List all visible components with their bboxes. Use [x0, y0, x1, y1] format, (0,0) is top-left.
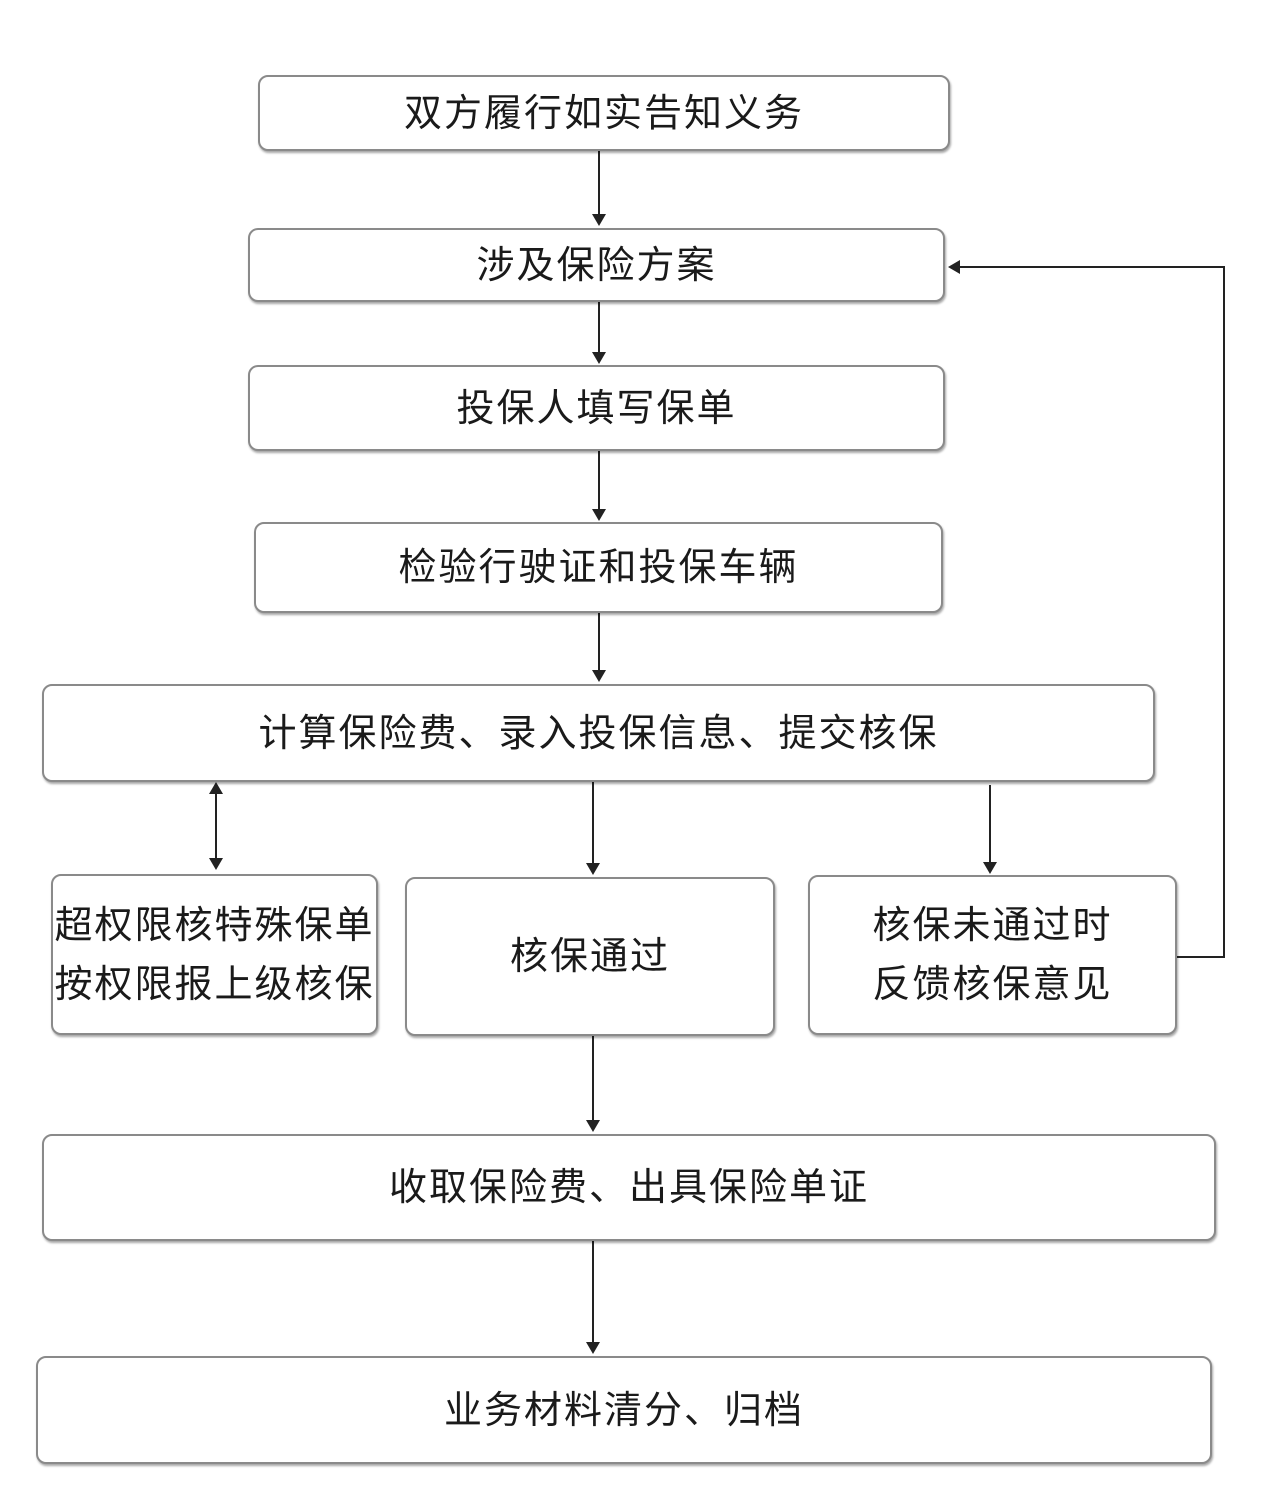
- node-fill-form: 投保人填写保单: [248, 365, 945, 451]
- node-approved-label: 核保通过: [509, 934, 670, 979]
- node-fill-form-label: 投保人填写保单: [456, 385, 737, 430]
- edge-rejected-plan-feedback: [948, 260, 1225, 958]
- node-plan: 涉及保险方案: [248, 228, 945, 302]
- node-rejected-line2: 反馈核保意见: [872, 962, 1113, 1006]
- node-special-line1: 超权限核特殊保单: [54, 902, 375, 947]
- node-disclosure: 双方履行如实告知义务: [258, 75, 950, 151]
- node-collect-label: 收取保险费、出具保险单证: [388, 1165, 869, 1210]
- node-disclosure-label: 双方履行如实告知义务: [403, 90, 804, 135]
- node-plan-label: 涉及保险方案: [476, 242, 717, 287]
- node-rejected: 核保未通过时 反馈核保意见: [808, 875, 1177, 1035]
- node-inspect: 检验行驶证和投保车辆: [254, 522, 943, 613]
- node-archive: 业务材料清分、归档: [36, 1356, 1212, 1464]
- node-special: 超权限核特殊保单 按权限报上级核保: [51, 874, 378, 1035]
- node-calculate-label: 计算保险费、录入投保信息、提交核保: [258, 710, 939, 755]
- node-inspect-label: 检验行驶证和投保车辆: [398, 545, 799, 590]
- node-special-line2: 按权限报上级核保: [54, 961, 375, 1006]
- node-approved: 核保通过: [405, 877, 775, 1036]
- node-collect: 收取保险费、出具保险单证: [42, 1134, 1216, 1241]
- node-archive-label: 业务材料清分、归档: [443, 1387, 804, 1432]
- node-calculate: 计算保险费、录入投保信息、提交核保: [42, 684, 1155, 782]
- node-rejected-line1: 核保未通过时: [872, 903, 1113, 948]
